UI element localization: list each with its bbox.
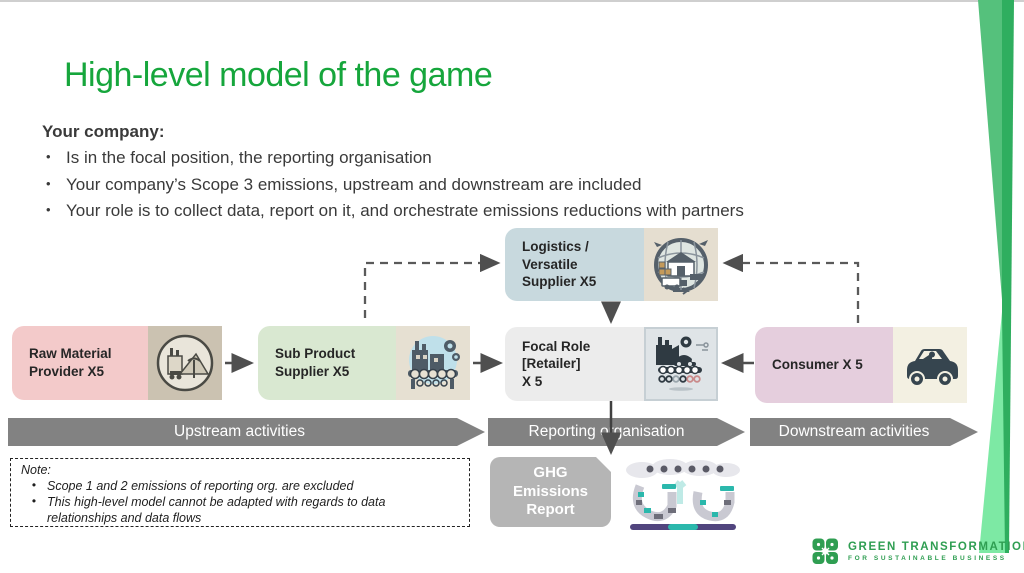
note-title: Note: — [21, 463, 51, 477]
ghg-emissions-report-box: GHG Emissions Report — [490, 457, 611, 527]
node-label-line: Versatile — [522, 256, 578, 272]
bullet-dot: • — [31, 494, 37, 508]
bullet-text: Your role is to collect data, report on … — [66, 201, 744, 221]
slide-top-border — [0, 0, 1024, 2]
node-label: Sub Product Supplier X5 — [258, 326, 396, 400]
node-label-line: Sub Product — [275, 346, 356, 362]
node-label-line: X 5 — [522, 373, 543, 389]
page-title: High-level model of the game — [64, 56, 493, 94]
note-text: Scope 1 and 2 emissions of reporting org… — [47, 479, 354, 493]
intro-bullet-list: • Is in the focal position, the reporting… — [46, 148, 966, 228]
banner-label: Reporting organisation — [528, 423, 685, 440]
note-box: Note: • Scope 1 and 2 emissions of repor… — [10, 458, 470, 527]
node-label: Logistics / Versatile Supplier X5 — [505, 228, 644, 301]
list-item: • Is in the focal position, the reporting… — [46, 148, 966, 168]
banner-upstream-activities: Upstream activities — [8, 418, 485, 446]
node-consumer: Consumer X 5 — [755, 327, 967, 403]
node-label: Consumer X 5 — [755, 327, 893, 403]
node-label-line: Raw Material — [29, 346, 112, 362]
logo-text: GREEN TRANSFORMATION FOR SUSTAINABLE BUS… — [848, 541, 1024, 562]
node-label-line: Provider X5 — [29, 364, 105, 379]
ghg-protocol-scopes-diagram — [620, 456, 746, 535]
list-item: • Your company’s Scope 3 emissions, upstr… — [46, 175, 966, 195]
note-text: This high-level model cannot be adapted … — [47, 495, 386, 525]
bullet-dot: • — [46, 175, 51, 191]
node-label-line: Supplier X5 — [275, 364, 350, 379]
bullet-text: Your company’s Scope 3 emissions, upstre… — [66, 174, 642, 194]
report-box-line: Report — [526, 501, 575, 519]
mine-factory-icon — [148, 326, 222, 400]
globe-logistics-icon — [644, 228, 718, 301]
green-transformation-logo: GREEN TRANSFORMATION FOR SUSTAINABLE BUS… — [812, 538, 1024, 565]
node-focal-role-retailer: Focal Role [Retailer] X 5 — [505, 327, 718, 401]
dashed-arrow-sub-to-logistics — [363, 253, 501, 318]
factory-conveyor-icon — [396, 326, 470, 400]
assembly-line-icon — [644, 327, 718, 401]
intro-heading: Your company: — [42, 122, 165, 141]
banner-label: Upstream activities — [174, 423, 305, 440]
logo-subtitle: FOR SUSTAINABLE BUSINESS — [848, 555, 1007, 562]
logo-title: GREEN TRANSFORMATION — [848, 541, 1024, 553]
node-label-line: Supplier X5 — [522, 274, 597, 290]
note-item: • Scope 1 and 2 emissions of reporting o… — [21, 478, 461, 494]
bullet-dot: • — [46, 202, 51, 218]
node-label-line: Consumer X 5 — [772, 357, 863, 373]
banner-label: Downstream activities — [778, 423, 930, 440]
node-logistics-versatile-supplier: Logistics / Versatile Supplier X5 — [505, 228, 718, 301]
node-label-line: Focal Role — [522, 338, 591, 354]
node-label-line: Logistics / — [522, 239, 589, 255]
dashed-arrow-consumer-to-logistics — [722, 253, 860, 323]
report-box-line: Emissions — [512, 482, 589, 500]
node-label-line: [Retailer] — [522, 356, 581, 372]
node-label: Raw Material Provider X5 — [12, 326, 148, 400]
node-sub-product-supplier: Sub Product Supplier X5 — [258, 326, 470, 400]
bullet-text: Is in the focal position, the reporting … — [66, 148, 432, 167]
note-item: • This high-level model cannot be adapte… — [21, 494, 461, 526]
node-label: Focal Role [Retailer] X 5 — [505, 327, 644, 401]
bullet-dot: • — [46, 149, 51, 164]
clover-logo-icon — [812, 538, 838, 564]
list-item: • Your role is to collect data, report on… — [46, 201, 966, 221]
car-icon — [893, 327, 967, 403]
banner-reporting-organisation: Reporting organisation — [488, 418, 745, 446]
node-raw-material-provider: Raw Material Provider X5 — [12, 326, 222, 400]
banner-downstream-activities: Downstream activities — [750, 418, 978, 446]
report-box-line: GHG — [533, 463, 568, 481]
bullet-dot: • — [31, 478, 37, 492]
